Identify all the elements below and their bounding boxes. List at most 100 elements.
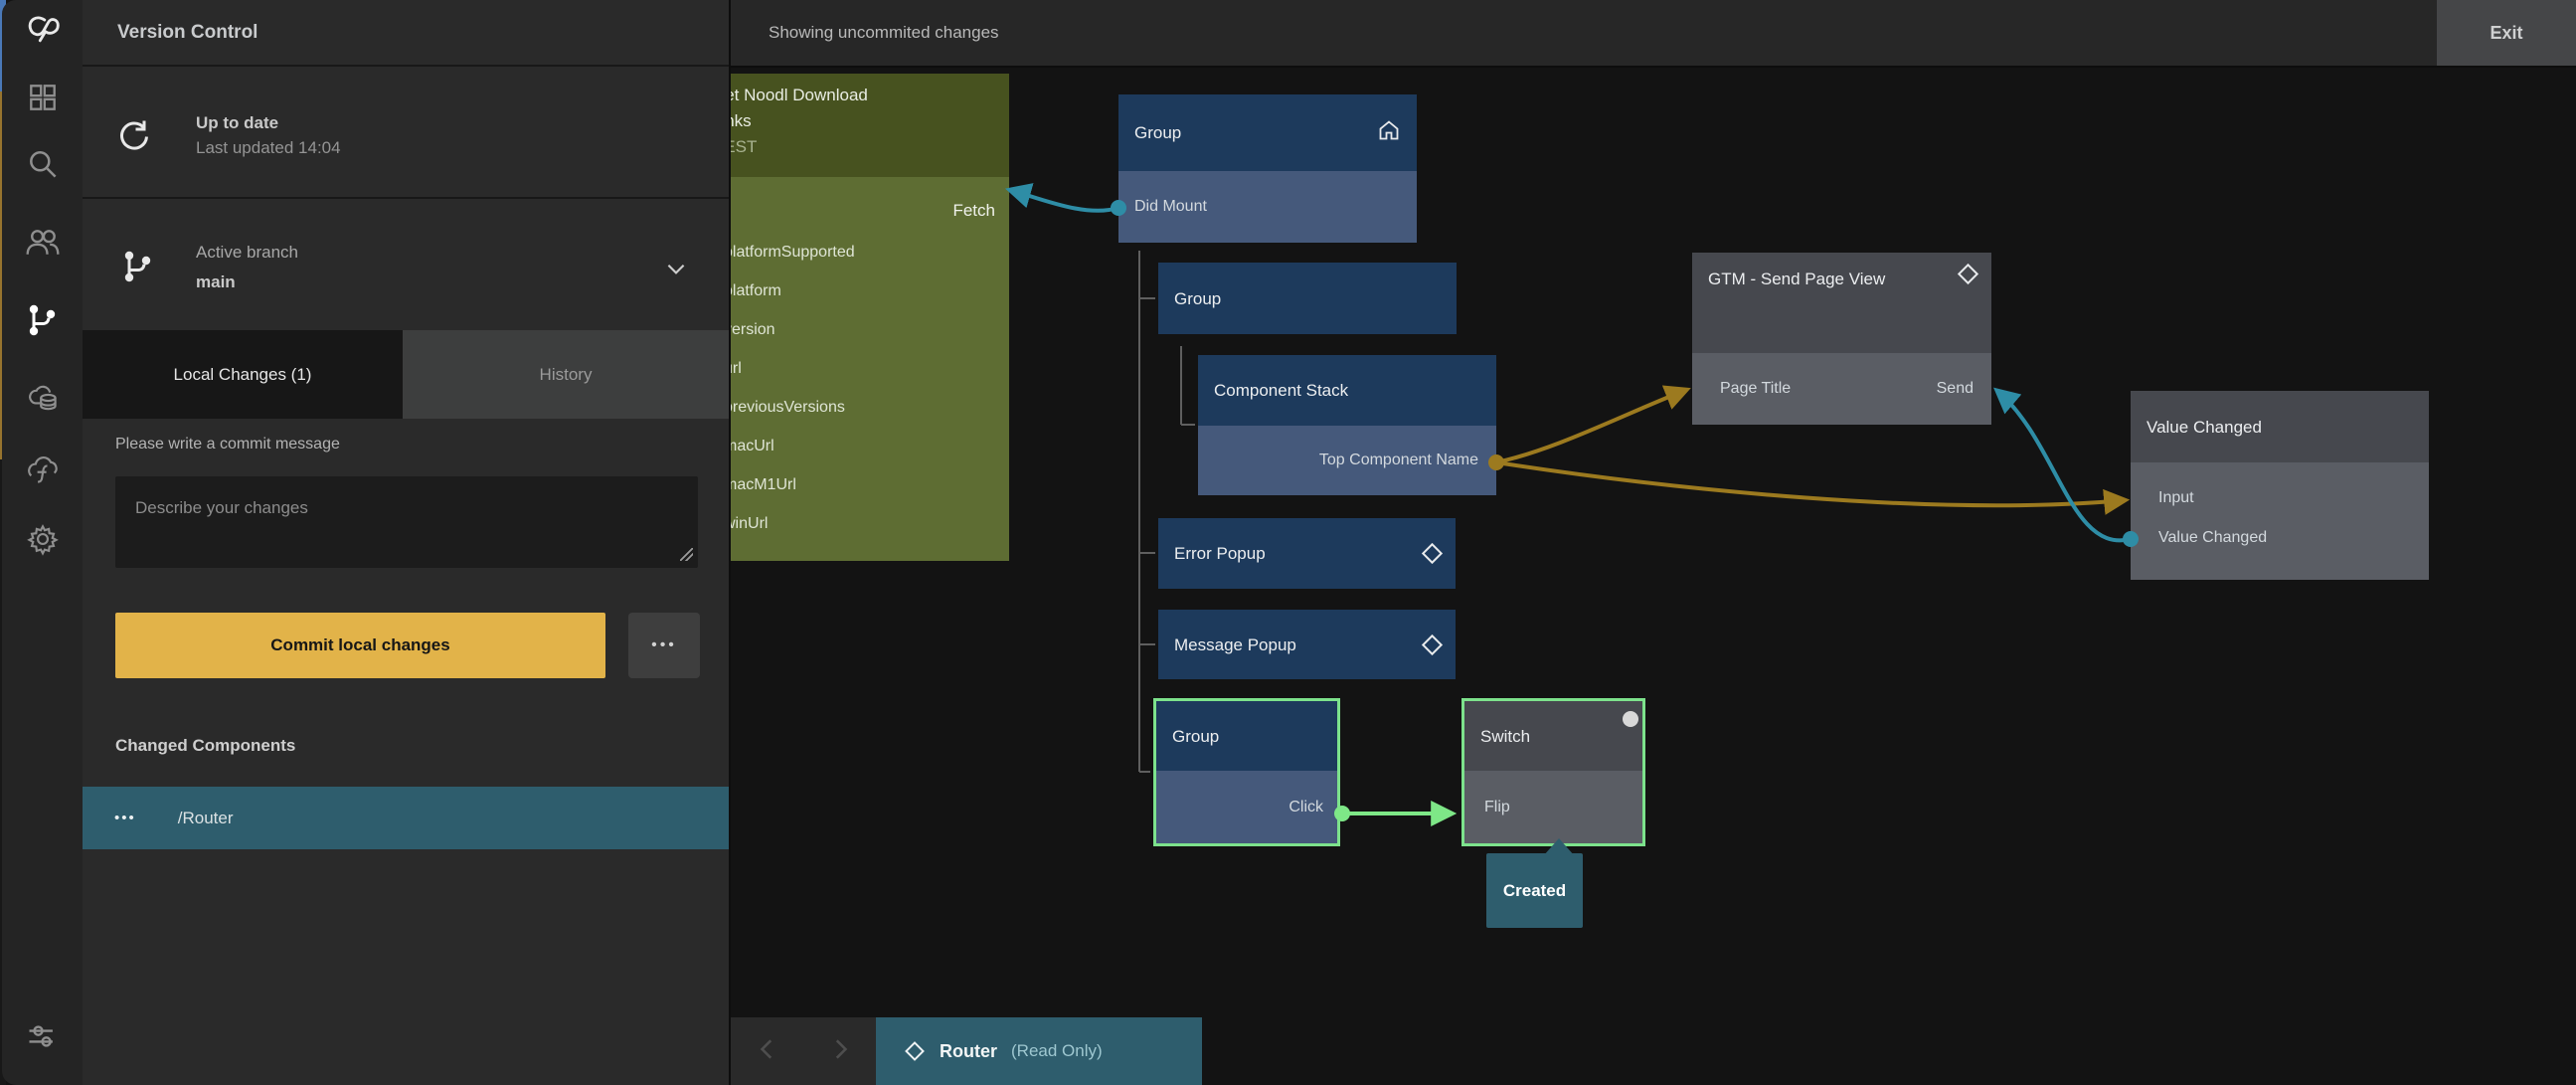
port-top-component-name[interactable]: Top Component Name xyxy=(1318,452,1478,468)
port-click[interactable]: Click xyxy=(1288,798,1323,815)
node-body: Input Value Changed xyxy=(2131,462,2429,580)
port-macUrl[interactable]: macUrl xyxy=(724,437,774,454)
active-branch-label: Active branch xyxy=(196,243,298,262)
version-control-icon[interactable] xyxy=(23,300,63,340)
port-platform[interactable]: platform xyxy=(724,281,781,299)
node-error-popup[interactable]: Error Popup xyxy=(1158,518,1456,589)
commit-local-changes-button[interactable]: Commit local changes xyxy=(115,613,605,678)
app-sidebar xyxy=(2,0,83,1085)
wire-stack-pagetitle xyxy=(1495,385,1691,464)
panel-title: Version Control xyxy=(117,21,258,43)
port-winUrl[interactable]: winUrl xyxy=(724,514,769,532)
changed-component-label: /Router xyxy=(177,808,234,827)
node-body: Flip xyxy=(1464,771,1642,843)
node-header: Group xyxy=(1118,94,1417,171)
settings-gear-icon[interactable] xyxy=(23,519,63,559)
port-macM1Url[interactable]: macM1Url xyxy=(724,475,796,493)
node-switch[interactable]: Switch Flip xyxy=(1461,698,1645,846)
wire-valuechanged-send xyxy=(1993,387,2132,543)
wire-stack-input xyxy=(1495,460,2131,515)
port-value-changed[interactable]: Value Changed xyxy=(2158,529,2268,546)
component-dots-icon: ••• xyxy=(114,810,136,826)
node-body: Did Mount xyxy=(1118,171,1417,243)
filters-icon[interactable] xyxy=(23,1016,63,1056)
home-icon xyxy=(1377,118,1401,147)
node-title: Switch xyxy=(1480,726,1531,746)
cloud-function-icon[interactable] xyxy=(23,450,63,489)
node-title: Group xyxy=(1174,288,1222,308)
component-icon xyxy=(1957,263,1979,285)
port-page-title[interactable]: Page Title xyxy=(1720,380,1792,397)
panel-header: Version Control xyxy=(83,0,729,67)
tab-local-changes[interactable]: Local Changes (1) xyxy=(83,330,404,419)
node-group-selected[interactable]: Group Click xyxy=(1153,698,1340,846)
status-text: Showing uncommited changes xyxy=(769,23,999,42)
port-send[interactable]: Send xyxy=(1936,380,1974,397)
last-updated-text: Last updated 14:04 xyxy=(196,138,341,157)
wire-didmount-fetch xyxy=(1004,183,1119,213)
node-message-popup[interactable]: Message Popup xyxy=(1158,610,1456,679)
read-only-badge: (Read Only) xyxy=(1011,1041,1103,1060)
node-title: GTM - Send Page View xyxy=(1708,270,1886,288)
cloud-database-icon[interactable] xyxy=(23,378,63,418)
changed-component-row-router[interactable]: ••• /Router xyxy=(83,787,729,849)
version-control-panel: Version Control Up to date Last updated … xyxy=(83,0,731,1085)
created-tooltip-label: Created xyxy=(1502,880,1567,900)
search-icon[interactable] xyxy=(23,144,63,184)
more-options-button[interactable]: ••• xyxy=(628,613,700,678)
node-header: Get Noodl Download Links REST xyxy=(696,74,1009,177)
port-url[interactable]: url xyxy=(724,359,742,377)
canvas-nav-buttons xyxy=(731,1017,876,1085)
commit-message-prompt: Please write a commit message xyxy=(115,436,340,452)
canvas-topbar: Showing uncommited changes Exit xyxy=(731,0,2576,68)
node-value-changed[interactable]: Value Changed Input Value Changed xyxy=(2131,391,2429,580)
changed-components-heading: Changed Components xyxy=(115,736,296,755)
node-group-child[interactable]: Group xyxy=(1158,263,1457,334)
node-title: Error Popup xyxy=(1174,544,1266,563)
component-tab-router[interactable]: Router (Read Only) xyxy=(876,1017,1202,1085)
port-input[interactable]: Input xyxy=(2158,489,2194,506)
textarea-resize-handle[interactable] xyxy=(680,548,693,561)
port-did-mount[interactable]: Did Mount xyxy=(1134,198,1207,215)
port-platformSupported[interactable]: platformSupported xyxy=(724,243,855,261)
node-gtm-send-page-view[interactable]: GTM - Send Page View Page Title Send xyxy=(1692,253,1991,425)
grid-icon[interactable] xyxy=(23,78,63,117)
node-body: Top Component Name xyxy=(1198,426,1496,495)
users-icon[interactable] xyxy=(23,223,63,263)
node-title: Group xyxy=(1172,726,1220,746)
node-title: Message Popup xyxy=(1174,634,1296,654)
node-title: Component Stack xyxy=(1214,381,1349,400)
node-title-line1: Get Noodl Download xyxy=(712,86,868,104)
component-icon xyxy=(1421,633,1444,655)
node-body: Page Title Send xyxy=(1692,353,1991,425)
active-branch-section[interactable]: Active branch main xyxy=(83,201,729,330)
branch-icon xyxy=(120,249,156,289)
port-fetch[interactable]: Fetch xyxy=(952,201,995,220)
refresh-icon[interactable] xyxy=(115,116,153,159)
port-flip[interactable]: Flip xyxy=(1484,798,1510,815)
panel-tabs: Local Changes (1) History xyxy=(83,330,729,419)
node-rest-get-noodl-download-links[interactable]: Get Noodl Download Links REST Fetch plat… xyxy=(696,74,1009,561)
created-tooltip: Created xyxy=(1486,853,1583,928)
component-icon xyxy=(905,1041,925,1061)
port-previousVersions[interactable]: previousVersions xyxy=(724,398,845,416)
noodl-logo-icon[interactable] xyxy=(23,10,63,50)
back-icon[interactable] xyxy=(755,1036,780,1067)
sync-status-text: Up to date xyxy=(196,113,279,132)
node-title: Value Changed xyxy=(2147,417,2262,437)
component-icon xyxy=(1421,542,1444,565)
commit-message-input[interactable] xyxy=(115,476,698,568)
node-body: Fetch platformSupported platform version… xyxy=(696,177,1009,561)
tab-history[interactable]: History xyxy=(403,330,729,419)
node-body: Click xyxy=(1156,771,1337,843)
node-group-root[interactable]: Group Did Mount xyxy=(1118,94,1417,243)
branch-name: main xyxy=(196,272,236,291)
exit-button[interactable]: Exit xyxy=(2437,0,2576,66)
chevron-down-icon xyxy=(663,256,689,286)
component-tab-name: Router xyxy=(940,1040,997,1061)
sync-status-section: Up to date Last updated 14:04 xyxy=(83,69,729,199)
port-version[interactable]: version xyxy=(724,320,775,338)
node-title: Group xyxy=(1134,123,1182,142)
node-component-stack[interactable]: Component Stack Top Component Name xyxy=(1198,355,1496,495)
forward-icon[interactable] xyxy=(827,1036,853,1067)
